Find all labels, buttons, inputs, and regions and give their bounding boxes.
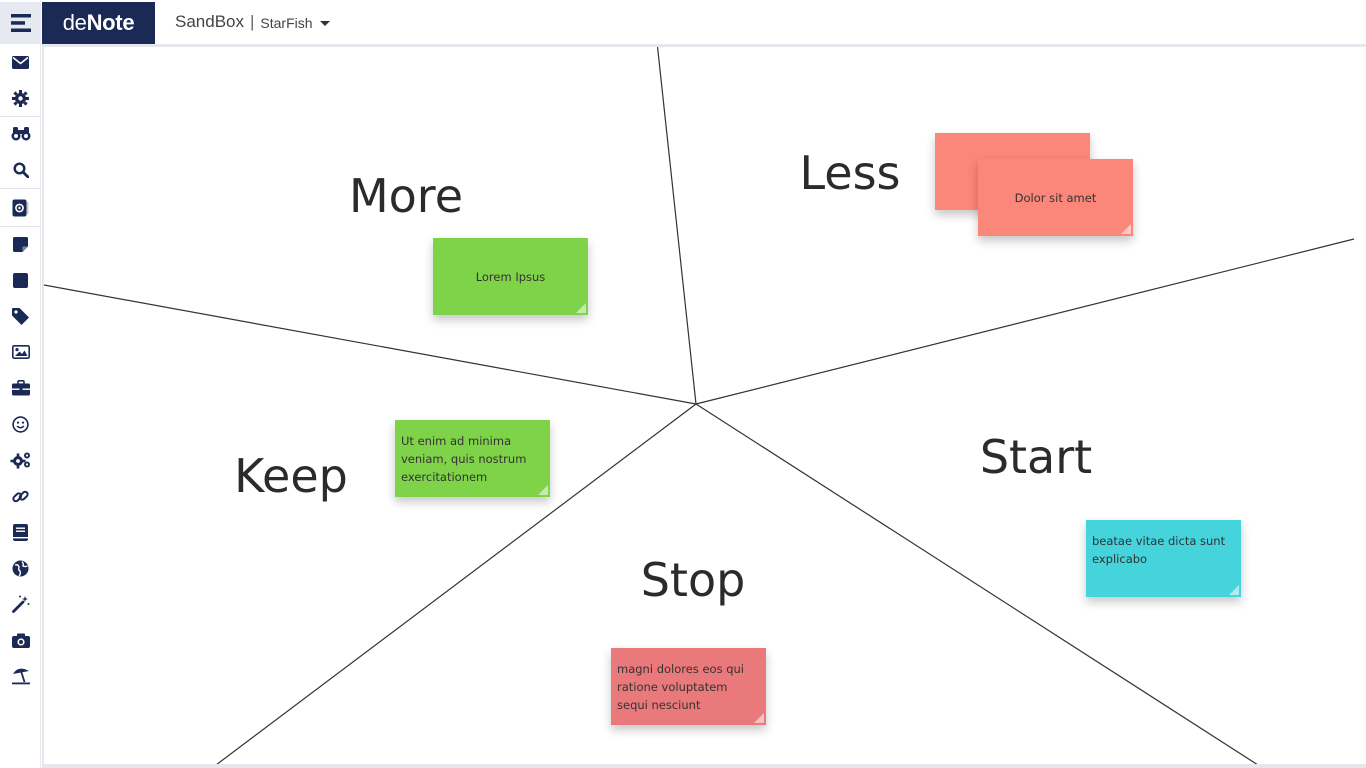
menu-icon [10, 14, 31, 32]
gear-icon [12, 89, 29, 107]
resize-handle-icon[interactable] [538, 485, 548, 495]
starfish-divider-lines [44, 47, 1355, 764]
divider-line-right [695, 238, 1355, 405]
book-button[interactable] [0, 514, 41, 550]
sticky-note-icon [13, 236, 28, 252]
sticky-note-text: Ut enim ad minima veniam, quis nostrum e… [401, 434, 527, 484]
image-icon [11, 345, 30, 359]
divider-line-left [44, 284, 697, 405]
divider-line-bottom-left [216, 403, 697, 764]
section-label-less: Less [799, 146, 901, 200]
section-label-keep: Keep [234, 449, 348, 503]
tag-icon [12, 307, 29, 325]
toolbar-divider [0, 226, 41, 227]
camera-switch-button[interactable] [0, 190, 41, 226]
section-label-more: More [348, 169, 464, 223]
binoculars-icon [11, 127, 30, 141]
briefcase-button[interactable] [0, 370, 41, 406]
menu-toggle-button[interactable] [0, 2, 41, 44]
logo-text-bold: Note [86, 10, 135, 35]
magic-wand-icon [11, 595, 29, 613]
search-button[interactable] [0, 152, 41, 188]
section-label-start: Start [979, 430, 1093, 484]
smiley-icon [12, 415, 29, 433]
toolbar-divider [0, 188, 41, 189]
square-icon [13, 272, 28, 288]
logo-text-light: de [62, 10, 87, 35]
emoji-button[interactable] [0, 406, 41, 442]
sticky-note-button[interactable] [0, 226, 41, 262]
link-button[interactable] [0, 478, 41, 514]
sticky-note-text: beatae vitae dicta sunt explicabo [1092, 534, 1226, 566]
mail-icon [12, 55, 29, 69]
tag-button[interactable] [0, 298, 41, 334]
camera-icon [11, 633, 30, 648]
binoculars-button[interactable] [0, 116, 41, 152]
link-icon [12, 490, 29, 502]
sticky-note[interactable]: Ut enim ad minima veniam, quis nostrum e… [395, 420, 550, 497]
breadcrumb-board[interactable]: StarFish [260, 15, 313, 31]
globe-button[interactable] [0, 550, 41, 586]
shape-button[interactable] [0, 262, 41, 298]
camera-button[interactable] [0, 622, 41, 658]
section-label-stop: Stop [640, 553, 746, 607]
sticky-note[interactable]: Lorem Ipsus [433, 238, 588, 315]
resize-handle-icon[interactable] [576, 303, 586, 313]
beach-button[interactable] [0, 658, 41, 694]
briefcase-icon [11, 380, 30, 396]
cogs-icon [10, 452, 30, 469]
sticky-note[interactable]: Dolor sit amet [978, 159, 1133, 236]
settings-button[interactable] [0, 80, 41, 116]
search-icon [12, 162, 29, 178]
breadcrumb: SandBox | StarFish [175, 12, 330, 32]
divider-line-bottom-right [695, 403, 1258, 764]
book-icon [13, 523, 28, 541]
toolbar-divider [0, 116, 41, 117]
integrations-button[interactable] [0, 442, 41, 478]
breadcrumb-separator: | [250, 12, 255, 31]
sticky-note-text: Dolor sit amet [1014, 190, 1097, 205]
divider-line-top [656, 47, 697, 405]
board-dropdown-caret-icon[interactable] [319, 20, 330, 26]
left-toolbar [0, 0, 41, 768]
resize-handle-icon[interactable] [1121, 224, 1131, 234]
sticky-note-text: magni dolores eos qui ratione voluptatem… [617, 662, 744, 712]
breadcrumb-workspace[interactable]: SandBox [175, 12, 244, 31]
sticky-note-text: Lorem Ipsus [475, 269, 546, 284]
sticky-note[interactable]: beatae vitae dicta sunt explicabo [1086, 520, 1241, 597]
resize-handle-icon[interactable] [754, 713, 764, 723]
globe-icon [12, 560, 29, 576]
magic-button[interactable] [0, 586, 41, 622]
resize-handle-icon[interactable] [1229, 585, 1239, 595]
sticky-note[interactable]: magni dolores eos qui ratione voluptatem… [611, 648, 766, 725]
image-button[interactable] [0, 334, 41, 370]
camera-switch-icon [12, 199, 29, 217]
umbrella-beach-icon [11, 668, 30, 685]
whiteboard-canvas[interactable]: More Less Keep Start Stop Lorem Ipsus D … [42, 44, 1366, 768]
mail-button[interactable] [0, 44, 41, 80]
